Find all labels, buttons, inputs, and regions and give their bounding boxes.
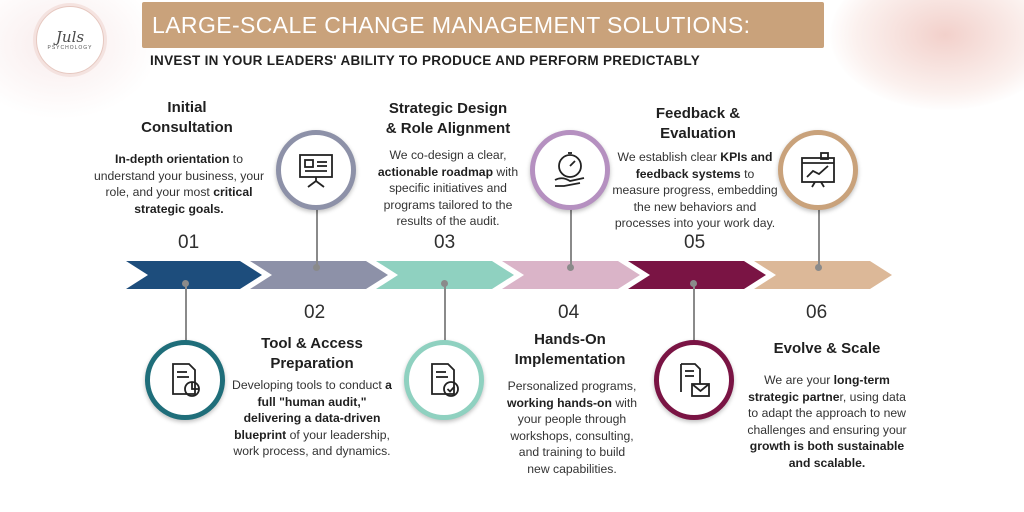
step-6-icon-circle	[778, 130, 858, 210]
step-05-title: Feedback & Evaluation	[655, 105, 741, 142]
step-5-icon-circle	[654, 340, 734, 420]
logo-script-text: Juls	[55, 28, 85, 46]
timeline-segment-2	[250, 261, 388, 289]
step-3-icon-circle	[276, 130, 356, 210]
step-02-title: Tool & Access Preparation	[261, 335, 363, 372]
page-subtitle: INVEST IN YOUR LEADERS' ABILITY TO PRODU…	[150, 53, 701, 68]
step-1-icon-circle	[145, 340, 225, 420]
connector-line-step-1	[185, 283, 187, 343]
step-4-icon-circle	[530, 130, 610, 210]
presentation-board-icon	[299, 154, 333, 188]
step-01-title: Initial Consultation	[141, 99, 233, 136]
step-03-description: We co-design a clear, actionable roadmap…	[377, 148, 519, 228]
step-06-description: We are your long-term strategic partner,…	[747, 373, 907, 470]
step-03-title: Strategic Design & Role Alignment	[385, 100, 511, 137]
analytics-dashboard-icon	[801, 152, 835, 188]
step-01-number: 01	[178, 232, 200, 253]
connector-dot-step-6	[815, 264, 822, 271]
connector-dot-step-1	[182, 280, 189, 287]
timeline-segment-4	[502, 261, 640, 289]
logo-caption: PSYCHOLOGY	[47, 45, 93, 51]
connector-line-step-5	[693, 283, 695, 343]
timeline-segment-1	[126, 261, 262, 289]
timeline-segment-3	[376, 261, 514, 289]
step-06-number: 06	[806, 302, 828, 323]
connector-line-step-2	[444, 283, 446, 343]
brand-logo: Juls PSYCHOLOGY	[36, 6, 104, 74]
step-02-number: 02	[304, 302, 326, 323]
document-chart-icon	[172, 363, 200, 397]
step-04-number: 04	[558, 302, 580, 323]
connector-line-step-3	[316, 205, 318, 267]
step-2-icon-circle	[404, 340, 484, 420]
step-04-description: Personalized programs, working hands-on …	[506, 379, 637, 476]
document-check-icon	[431, 363, 459, 397]
step-05-number: 05	[684, 232, 706, 253]
page-title: LARGE-SCALE CHANGE MANAGEMENT SOLUTIONS:	[152, 12, 751, 38]
step-03-number: 03	[434, 232, 456, 253]
timeline-segment-6	[754, 261, 892, 289]
step-02-description: Developing tools to conduct a full "huma…	[232, 378, 392, 458]
document-envelope-icon	[680, 363, 710, 397]
connector-dot-step-4	[567, 264, 574, 271]
step-01-description: In-depth orientation to understand your …	[93, 152, 265, 216]
connector-dot-step-2	[441, 280, 448, 287]
step-05-description: We establish clear KPIs and feedback sys…	[612, 150, 778, 230]
stopwatch-hand-icon	[554, 152, 585, 187]
step-06-title: Evolve & Scale	[773, 340, 881, 357]
title-banner	[142, 2, 824, 48]
connector-dot-step-5	[690, 280, 697, 287]
connector-dot-step-3	[313, 264, 320, 271]
connector-line-step-4	[570, 205, 572, 267]
connector-line-step-6	[818, 205, 820, 267]
step-04-title: Hands-On Implementation	[514, 331, 626, 368]
timeline-segment-5	[628, 261, 766, 289]
